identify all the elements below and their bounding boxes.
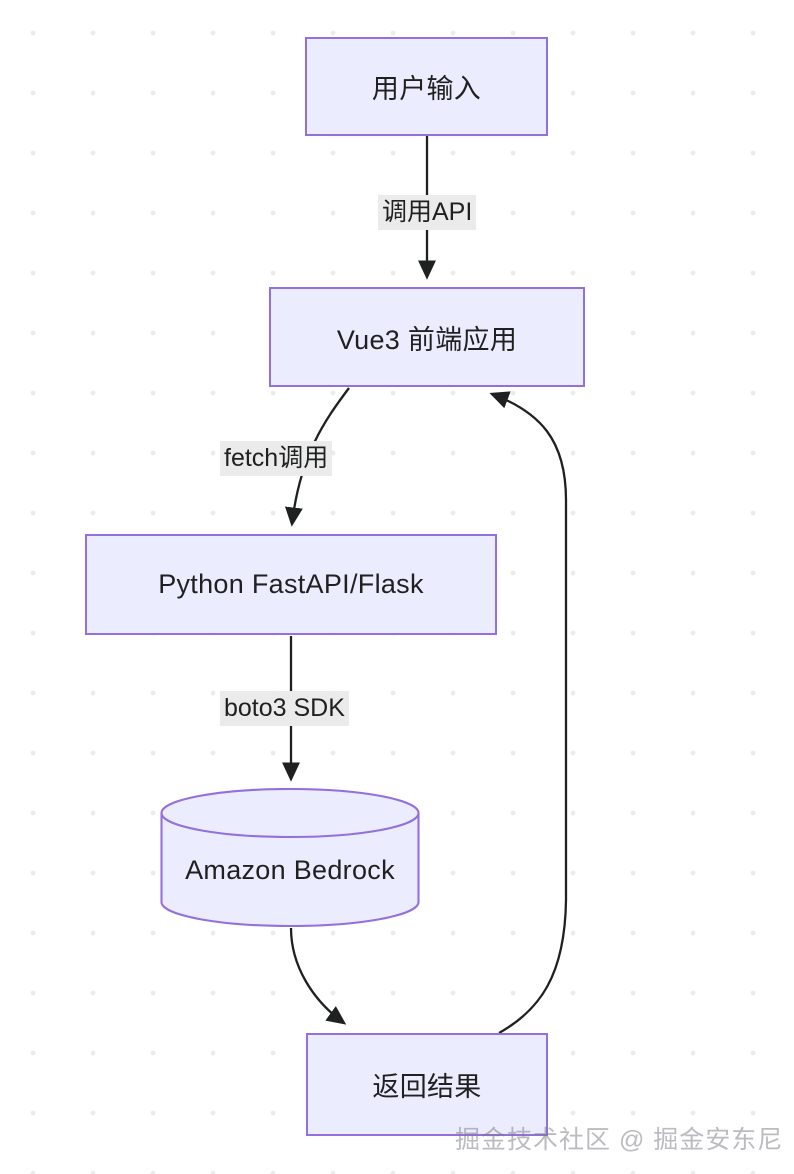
edge-bedrock-to-return [289,927,347,1025]
node-user-input-label: 用户输入 [371,74,482,104]
node-return-result-label: 返回结果 [372,1072,482,1102]
edge-label-boto3-sdk: boto3 SDK [220,691,349,726]
node-python-backend[interactable]: Python FastAPI/Flask [85,534,497,635]
node-user-input[interactable]: 用户输入 [305,37,548,136]
node-amazon-bedrock[interactable]: Amazon Bedrock [160,788,420,927]
edge-label-call-api: 调用API [378,195,477,230]
node-vue3-frontend[interactable]: Vue3 前端应用 [269,287,585,387]
node-vue3-frontend-label: Vue3 前端应用 [336,324,518,355]
cylinder-shape-icon [160,788,420,927]
node-python-backend-label: Python FastAPI/Flask [158,569,424,599]
node-return-result[interactable]: 返回结果 [306,1033,548,1136]
watermark: 掘金技术社区 @ 掘金安东尼 [455,1126,784,1154]
node-amazon-bedrock-label: Amazon Bedrock [185,855,395,885]
edge-label-fetch-call: fetch调用 [220,441,333,476]
edge-return-to-vue3 [489,391,568,1035]
